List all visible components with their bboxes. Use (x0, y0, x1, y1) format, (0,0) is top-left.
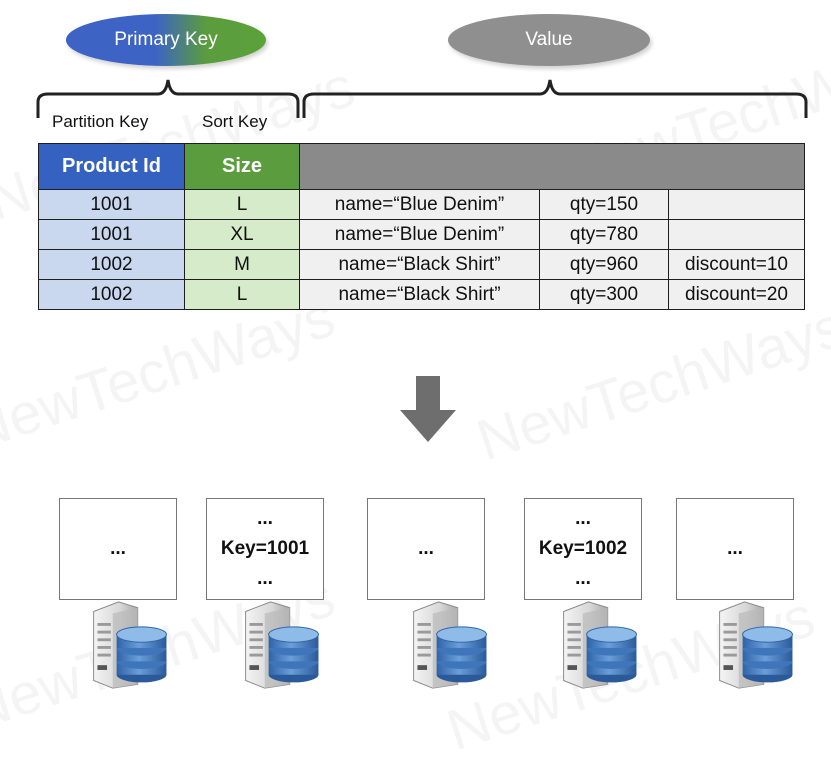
size-cell: M (184, 249, 300, 280)
table-row: 1002 L name=“Black Shirt” qty=300 discou… (38, 279, 805, 310)
discount-cell: discount=10 (668, 249, 805, 280)
size-header: Size (184, 143, 300, 190)
value-header (299, 143, 805, 190)
server-database-icon (245, 601, 319, 689)
server-database-icon (563, 601, 637, 689)
qty-cell: qty=780 (539, 219, 669, 250)
size-cell: L (184, 279, 300, 310)
discount-cell (668, 189, 805, 220)
node-line: ... (727, 538, 743, 559)
product-id-cell: 1001 (38, 219, 185, 250)
name-cell: name=“Black Shirt” (299, 249, 540, 280)
product-id-cell: 1002 (38, 279, 185, 310)
size-cell: L (184, 189, 300, 220)
name-cell: name=“Black Shirt” (299, 279, 540, 310)
sort-key-label: Sort Key (202, 112, 268, 131)
watermark: NewTechWays (469, 293, 831, 475)
discount-cell: discount=20 (668, 279, 805, 310)
down-arrow-icon (400, 376, 456, 442)
server-database-icon (719, 601, 793, 689)
name-cell: name=“Blue Denim” (299, 189, 540, 220)
primary-key-pill: Primary Key (66, 14, 266, 66)
qty-cell: qty=960 (539, 249, 669, 280)
node-box: ... (367, 498, 485, 600)
node-box: ... (676, 498, 794, 600)
node-box: ... Key=1001 ... (206, 498, 324, 600)
size-cell: XL (184, 219, 300, 250)
node-key: Key=1002 (538, 538, 628, 559)
value-brace (302, 79, 808, 118)
qty-cell: qty=300 (539, 279, 669, 310)
table-header-row: Product Id Size (38, 143, 805, 190)
server-database-icon (413, 601, 487, 689)
node-line: ... (418, 538, 434, 559)
node-line: ... (257, 508, 273, 529)
node-line: ... (575, 568, 591, 589)
primary-key-brace (36, 79, 300, 118)
node-line: ... (575, 508, 591, 529)
items-table: Product Id Size 1001 L name=“Blue Denim”… (38, 143, 805, 310)
server-database-icon (93, 601, 167, 689)
product-id-cell: 1002 (38, 249, 185, 280)
product-id-header: Product Id (38, 143, 185, 190)
partition-key-label: Partition Key (52, 112, 149, 131)
braces (36, 79, 808, 118)
table-row: 1001 XL name=“Blue Denim” qty=780 (38, 219, 805, 250)
table-row: 1001 L name=“Blue Denim” qty=150 (38, 189, 805, 220)
node-line: ... (110, 538, 126, 559)
node-box: ... Key=1002 ... (524, 498, 642, 600)
product-id-cell: 1001 (38, 189, 185, 220)
node-key: Key=1001 (220, 538, 310, 559)
name-cell: name=“Blue Denim” (299, 219, 540, 250)
qty-cell: qty=150 (539, 189, 669, 220)
node-line: ... (257, 568, 273, 589)
discount-cell (668, 219, 805, 250)
table-row: 1002 M name=“Black Shirt” qty=960 discou… (38, 249, 805, 280)
value-pill: Value (448, 14, 650, 66)
node-box: ... (59, 498, 177, 600)
